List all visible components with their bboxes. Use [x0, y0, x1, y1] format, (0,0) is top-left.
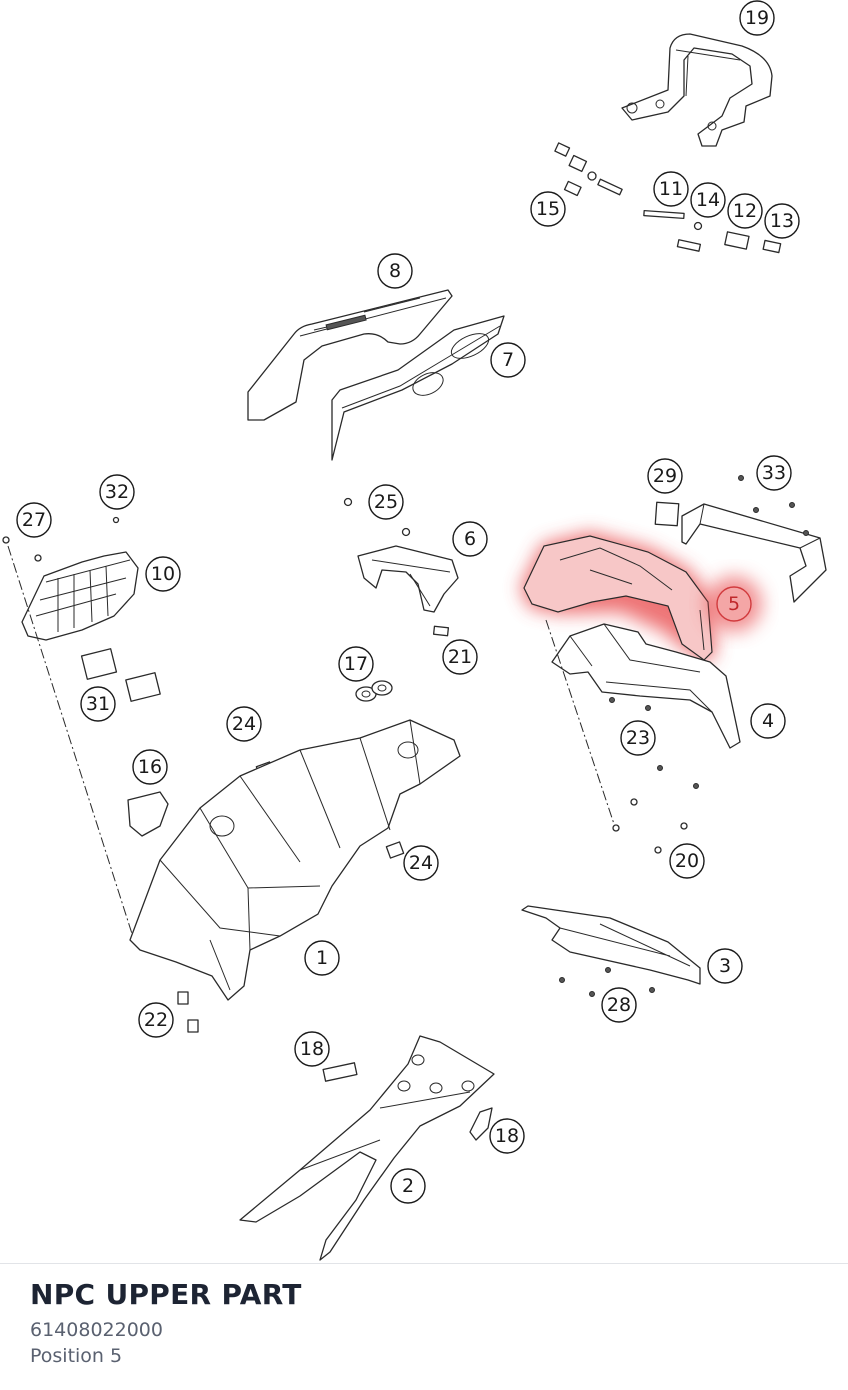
callout-16[interactable]: 16	[132, 749, 168, 785]
callout-label: 32	[105, 481, 129, 503]
callout-label: 33	[762, 462, 786, 484]
hardware-bolts-bushings[interactable]	[554, 142, 782, 254]
callout-27[interactable]: 27	[16, 502, 52, 538]
callout-15[interactable]: 15	[530, 191, 566, 227]
callout-19[interactable]: 19	[739, 0, 775, 36]
rear-frame-part[interactable]	[129, 719, 461, 1001]
callout-28[interactable]: 28	[601, 987, 637, 1023]
callout-label: 7	[502, 349, 514, 371]
callout-label: 17	[344, 653, 368, 675]
callout-label: 13	[770, 210, 794, 232]
callout-label: 22	[144, 1009, 168, 1031]
callout-11[interactable]: 11	[653, 171, 689, 207]
callout-label: 12	[733, 200, 757, 222]
clip-part[interactable]	[385, 841, 405, 859]
screws-part[interactable]	[559, 967, 655, 997]
callout-6[interactable]: 6	[452, 521, 488, 557]
callout-label: 20	[675, 850, 699, 872]
callout-label: 16	[138, 756, 162, 778]
callout-label: 11	[659, 178, 683, 200]
assembly-leader-line	[7, 545, 135, 941]
license-bracket-part[interactable]	[681, 475, 827, 603]
cover-part[interactable]	[357, 545, 459, 613]
callout-label: 31	[86, 693, 110, 715]
callout-label: 5	[728, 593, 740, 615]
pad-part[interactable]	[654, 501, 680, 527]
screw-part[interactable]	[401, 527, 411, 537]
grab-handle-part[interactable]	[621, 33, 773, 147]
nut-clip-part[interactable]	[187, 1019, 199, 1033]
callout-18[interactable]: 18	[294, 1031, 330, 1067]
rear-bracket-part[interactable]	[551, 623, 741, 749]
callout-17[interactable]: 17	[338, 646, 374, 682]
part-info-panel: NPC UPPER PART 61408022000 Position 5	[30, 1278, 302, 1367]
callout-18[interactable]: 18	[489, 1118, 525, 1154]
callout-label: 18	[300, 1038, 324, 1060]
callout-24[interactable]: 24	[403, 845, 439, 881]
callout-label: 6	[464, 528, 476, 550]
callout-label: 18	[495, 1125, 519, 1147]
part-title: NPC UPPER PART	[30, 1278, 302, 1311]
electronics-holder-part[interactable]	[21, 516, 139, 641]
screw-part[interactable]	[2, 536, 10, 544]
callout-label: 10	[151, 563, 175, 585]
part-position: Position 5	[30, 1345, 123, 1367]
info-divider	[0, 1263, 848, 1264]
callout-label: 24	[409, 852, 433, 874]
callout-24[interactable]: 24	[226, 706, 262, 742]
callout-label: 1	[316, 947, 328, 969]
callout-label: 19	[745, 7, 769, 29]
callout-4[interactable]: 4	[750, 703, 786, 739]
callout-label: 23	[626, 727, 650, 749]
callout-2[interactable]: 2	[390, 1168, 426, 1204]
side-cover-left-part[interactable]	[331, 315, 505, 461]
callout-label: 8	[389, 260, 401, 282]
callout-14[interactable]: 14	[690, 182, 726, 218]
callout-12[interactable]: 12	[727, 193, 763, 229]
callout-label: 14	[696, 189, 720, 211]
callout-33[interactable]: 33	[756, 455, 792, 491]
grommets-part[interactable]	[355, 680, 393, 702]
mount-part[interactable]	[469, 1107, 493, 1141]
callout-8[interactable]: 8	[377, 253, 413, 289]
callout-32[interactable]: 32	[99, 474, 135, 510]
screw-part[interactable]	[343, 497, 353, 507]
callout-7[interactable]: 7	[490, 342, 526, 378]
part-number: 61408022000	[30, 1319, 163, 1341]
exploded-parts-diagram: 19 11 14 12 13 15 8 7 29 33 32 27 25 6 1…	[2, 0, 827, 1261]
callout-3[interactable]: 3	[707, 948, 743, 984]
callout-29[interactable]: 29	[647, 458, 683, 494]
nut-clip-part[interactable]	[177, 991, 189, 1005]
tail-cover-part[interactable]	[521, 905, 701, 985]
callout-22[interactable]: 22	[138, 1002, 174, 1038]
lower-cover-part[interactable]	[239, 1035, 495, 1261]
callout-13[interactable]: 13	[764, 203, 800, 239]
callout-label: 27	[22, 509, 46, 531]
pad-part[interactable]	[432, 625, 450, 637]
callout-label: 25	[374, 491, 398, 513]
callout-10[interactable]: 10	[145, 556, 181, 592]
callout-21[interactable]: 21	[442, 639, 478, 675]
side-cover-right-part[interactable]	[247, 289, 453, 421]
callout-label: 28	[607, 994, 631, 1016]
mount-part[interactable]	[322, 1062, 358, 1082]
callout-31[interactable]: 31	[80, 686, 116, 722]
callout-label: 2	[402, 1175, 414, 1197]
callout-25[interactable]: 25	[368, 484, 404, 520]
callout-5-highlighted[interactable]: 5	[706, 576, 762, 632]
gasket-part[interactable]	[127, 791, 169, 837]
callout-1[interactable]: 1	[304, 940, 340, 976]
screws-part[interactable]	[609, 697, 699, 854]
callout-label: 4	[762, 710, 774, 732]
callout-label: 3	[719, 955, 731, 977]
bracket-leader-line	[545, 619, 617, 831]
callout-label: 29	[653, 465, 677, 487]
callout-23[interactable]: 23	[620, 720, 656, 756]
callout-label: 21	[448, 646, 472, 668]
callout-20[interactable]: 20	[669, 843, 705, 879]
callout-label: 24	[232, 713, 256, 735]
callout-label: 15	[536, 198, 560, 220]
pads-part[interactable]	[80, 648, 161, 702]
